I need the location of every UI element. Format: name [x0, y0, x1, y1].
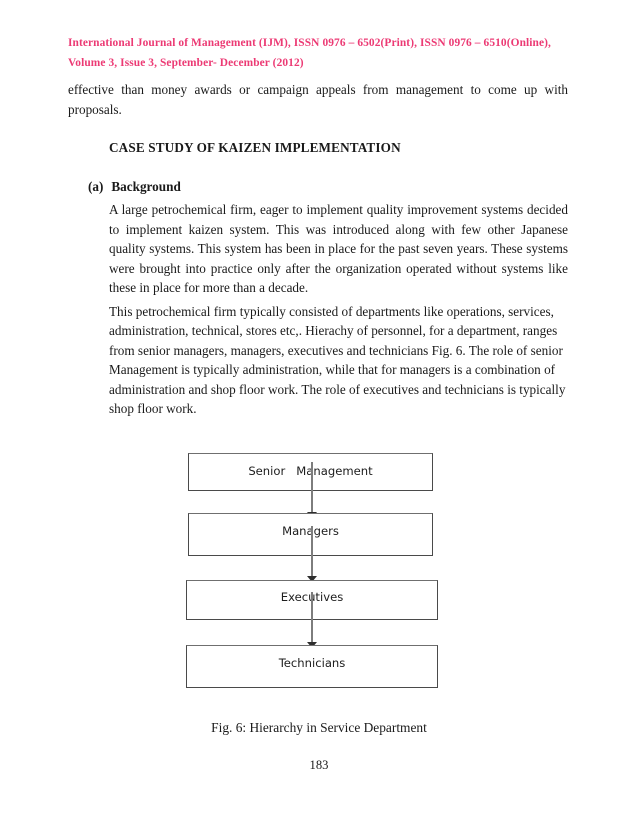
subsection-label: Background	[111, 178, 181, 194]
hierarchy-diagram: Senior Management Managers Executives Te…	[0, 440, 638, 700]
background-paragraph-1: A large petrochemical firm, eager to imp…	[109, 202, 568, 295]
arrow-stem	[311, 592, 313, 644]
background-body: A large petrochemical firm, eager to imp…	[68, 200, 568, 419]
page-number: 183	[309, 758, 329, 772]
arrow-down-icon	[306, 462, 318, 520]
hierarchy-box-label: Technicians	[278, 656, 346, 670]
arrow-stem	[311, 462, 313, 514]
figure-caption: Fig. 6: Hierarchy in Service Department	[211, 720, 427, 735]
journal-running-header: International Journal of Management (IJM…	[68, 33, 573, 73]
arrow-head	[307, 576, 317, 582]
journal-header-line-2: Volume 3, Issue 3, September- December (…	[68, 57, 304, 69]
hierarchy-box-managers: Managers	[188, 513, 433, 556]
lead-paragraph: effective than money awards or campaign …	[68, 82, 568, 117]
hierarchy-box-senior-management: Senior Management	[188, 453, 433, 491]
subsection-heading: (a) Background	[68, 177, 568, 197]
hierarchy-box-technicians: Technicians	[186, 645, 438, 688]
body-text-column: effective than money awards or campaign …	[68, 80, 568, 419]
arrow-down-icon	[306, 526, 318, 588]
subsection-marker: (a)	[88, 178, 104, 194]
arrow-stem	[311, 526, 313, 578]
background-paragraph-2: This petrochemical firm typically consis…	[109, 303, 566, 417]
hierarchy-box-label: Managers	[189, 524, 432, 538]
journal-header-line-1: International Journal of Management (IJM…	[68, 37, 551, 49]
section-heading: CASE STUDY OF KAIZEN IMPLEMENTATION	[109, 140, 401, 155]
arrow-down-icon	[306, 592, 318, 652]
hierarchy-box-label: Senior Management	[248, 464, 373, 478]
